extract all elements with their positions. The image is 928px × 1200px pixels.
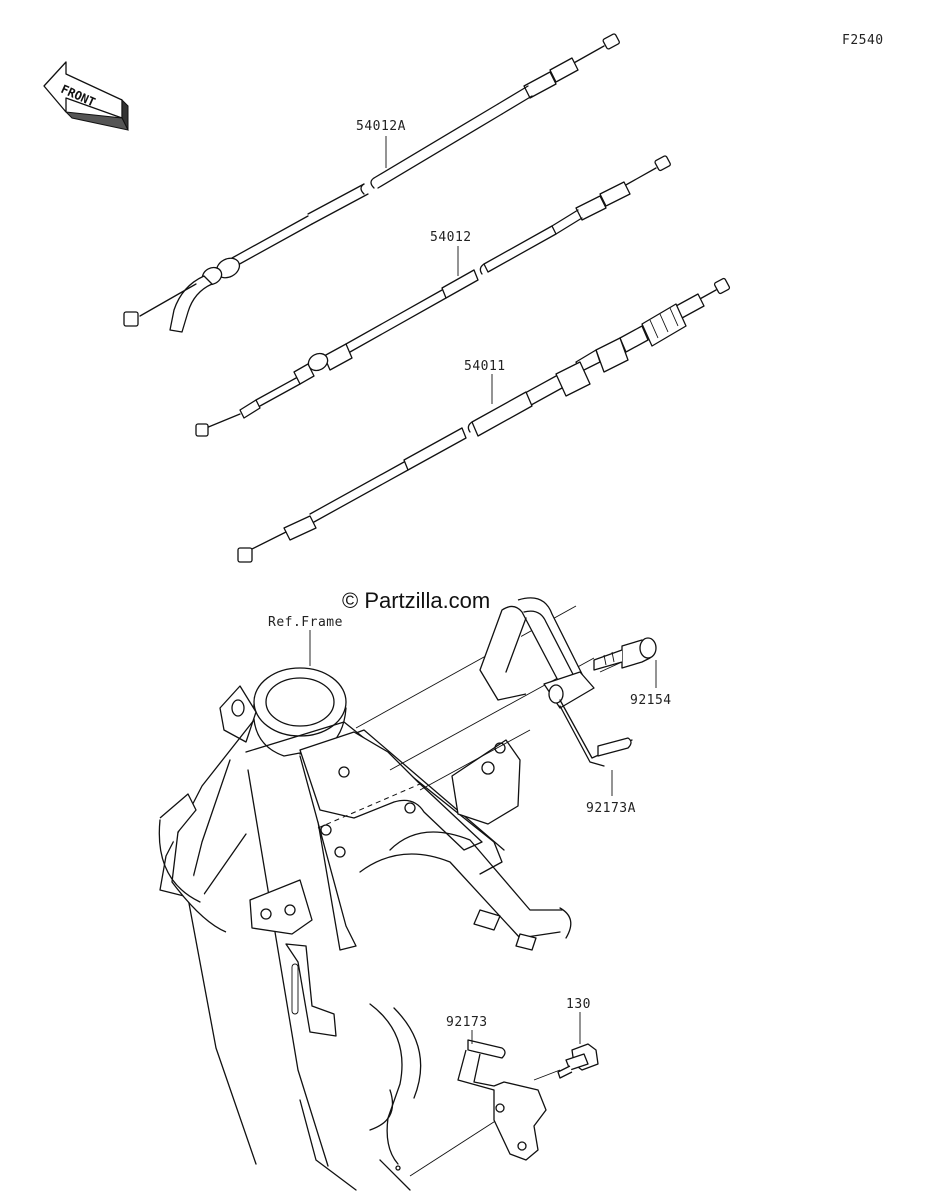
bolt-130[interactable] (533, 1043, 599, 1081)
part-label-92154[interactable]: 92154 (630, 693, 672, 708)
reference-label: Ref.Frame (268, 615, 343, 630)
part-label-92173A[interactable]: 92173A (586, 801, 636, 816)
cable-54012A[interactable] (123, 33, 620, 333)
cable-54012[interactable] (195, 155, 671, 437)
part-label-54012[interactable]: 54012 (430, 230, 472, 245)
bolt-92154[interactable] (593, 637, 657, 673)
frame-reference (158, 605, 595, 1191)
part-label-92173[interactable]: 92173 (446, 1015, 488, 1030)
part-label-130[interactable]: 130 (566, 997, 591, 1012)
cable-54011[interactable] (237, 277, 731, 563)
part-label-54011[interactable]: 54011 (464, 359, 506, 374)
clamp-92173A[interactable] (479, 597, 633, 767)
clamp-92173[interactable] (457, 1039, 547, 1161)
diagram-code: F2540 (842, 33, 884, 48)
front-arrow-icon: FRONT (43, 61, 129, 131)
part-label-54012A[interactable]: 54012A (356, 119, 406, 134)
watermark: © Partzilla.com (342, 588, 490, 613)
